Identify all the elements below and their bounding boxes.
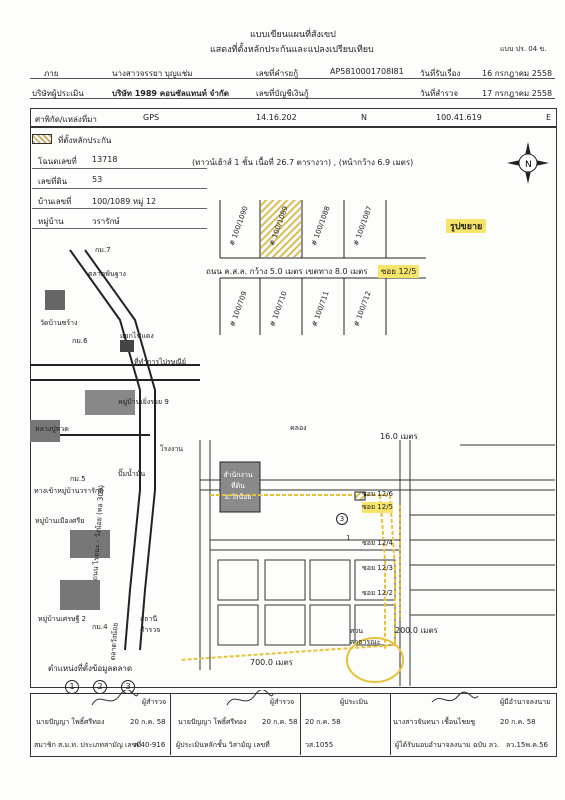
label-factory: โรงงาน [160, 445, 184, 453]
signature-mark-2 [226, 690, 274, 706]
enlarge-label: รูปขยาย [446, 219, 487, 233]
label-village2: หมู่บ้านเศรษฐี 2 [38, 615, 87, 623]
land-row: เลขที่ดิน 53 [32, 172, 207, 189]
marker-1: 1 [346, 534, 351, 542]
deed-row: โฉนดเลขที่ 13718 [32, 152, 207, 169]
surveyor-title: ผู้สำรวจ [142, 698, 167, 706]
label-statue: หลวงปู่ทวด [35, 425, 69, 433]
label-office: ที่ทำการไปรษณีย์ [134, 358, 187, 366]
evaluator-title: ผู้ประเมิน [340, 698, 368, 706]
collateral-swatch [32, 134, 52, 144]
info-row-2: บริษัทผู้ประเมิน บริษัท 1989 คอนซัลแทนท์… [30, 84, 555, 99]
area-map [30, 249, 200, 651]
label-temple: วัดบ้านซร้าง [40, 319, 78, 327]
label-district: สำนักงานที่ดิน อ.วังน้อย [223, 471, 253, 501]
soi-item-5: ซอย 12/2 [362, 589, 394, 597]
info-row-1: ภาย นางสาวจรรยา บุญแช่ม เลขที่คำรยกู้ AP… [30, 64, 555, 79]
property-note: (ทาวน์เฮ้าส์ 1 ชั้น เนื้อที่ 26.7 ตารางว… [192, 158, 414, 167]
road-label: ถนน ค.ส.ล. กว้าง 5.0 เมตร เขตทาง 8.0 เมต… [206, 267, 368, 276]
soi-item-1: ซอย 12/6 [362, 490, 394, 498]
evaluator-date: 20 ก.ค. 58 [305, 718, 341, 726]
label-km6: กม.6 [72, 337, 88, 345]
label-seven: แยกไฟแดง [120, 332, 154, 340]
approver-delegation-date: ลว.15พ.ค.56 [506, 741, 549, 749]
surveyor-license-label: สมาชิก ส.ม.ท. ประเภทสามัญ เลขที่ [34, 741, 142, 749]
label-village9: หมู่บ้านเยิ่งรวย 9 [118, 398, 169, 406]
approver-title: ผู้มีอำนาจลงนาม [500, 698, 551, 706]
label-village-b: หมู่บ้านเมืองศรีย [35, 517, 85, 525]
doc-title: แบบเขียนแผนที่สังเขป [250, 30, 336, 40]
signature-mark-3 [431, 691, 479, 703]
map-frame [30, 126, 557, 688]
soi-label: ซอย 12/5 [378, 265, 420, 278]
signature-mark-1 [91, 690, 139, 706]
writer-title: ผู้สำรวจ [270, 698, 295, 706]
marker-legend: ตำแหน่งที่ตั้งข้อมูลตลาด [48, 664, 133, 673]
enlarged-plan [219, 200, 426, 335]
village-row: หมู่บ้าน วรารักษ์ [32, 212, 207, 229]
house-row: บ้านเลขที่ 100/1089 หมู่ 12 [32, 192, 207, 209]
writer-date: 20 ก.ค. 58 [262, 718, 298, 726]
assessor-number: วส.1055 [305, 741, 334, 749]
approver-note: ผู้ได้รับมอบอำนาจลงนาม ฉบับ ลว. [395, 741, 500, 749]
coords-row: ศาพิกัด/แหล่งที่มา GPS 14.16.202 N 100.4… [30, 108, 557, 128]
marker-3: 3 [336, 513, 348, 525]
distance-16: 16.0 เมตร [380, 432, 418, 441]
assessor-label: ผู้ประเมินหลักชั้น วิสามัญ เลขที่ [176, 741, 270, 749]
label-km7: กม.7 [95, 246, 111, 254]
surveyor-license: ส.40-916 [134, 741, 166, 749]
soi-item-2: ซอย 12/5 [362, 502, 394, 513]
label-gas: ปั๊มน้ำมัน [118, 470, 146, 478]
distance-200: 200.0 เมตร [395, 626, 438, 635]
evaluator-name: นางสาวจันทนา เชื้อนไชยชู [393, 718, 475, 726]
form-number: แบบ ปร. 04 ข. [500, 45, 547, 53]
soi-item-3: ซอย 12/4 [362, 539, 394, 547]
label-river: คลอง [290, 424, 307, 432]
label-shop: ตลาดพ้นฐาง [88, 270, 126, 278]
surveyor-name: นายปัญญา โพธิ์ศรีทอง [36, 718, 105, 726]
distance-700: 700.0 เมตร [250, 658, 293, 667]
svg-text:N: N [525, 160, 532, 170]
approver-date: 20 ก.ค. 58 [500, 718, 536, 726]
label-km5: กม.5 [70, 475, 86, 483]
surveyor-date: 20 ก.ค. 58 [130, 718, 166, 726]
north-arrow-icon: N [507, 142, 549, 184]
label-park: สวน สาธารณะ [350, 627, 381, 646]
legend-marker-1: 1 [65, 680, 79, 694]
signature-area [30, 693, 557, 757]
doc-subtitle: แสดงที่ตั้งหลักประกันและแปลงเปรียบเทียบ [210, 45, 374, 55]
label-km4: กม.4 [92, 623, 108, 631]
soi-item-4: ซอย 12/3 [362, 564, 394, 572]
label-police: สถานี ตำรวจ [140, 615, 161, 634]
writer-name: นายปัญญา โพธิ์ศรีทอง [178, 718, 247, 726]
detail-map [179, 440, 555, 686]
legend-collateral: ที่ตั้งหลักประกัน [58, 136, 112, 145]
label-nearby: ทางเข้าหมู่บ้านวรารักษ์ [34, 487, 104, 495]
